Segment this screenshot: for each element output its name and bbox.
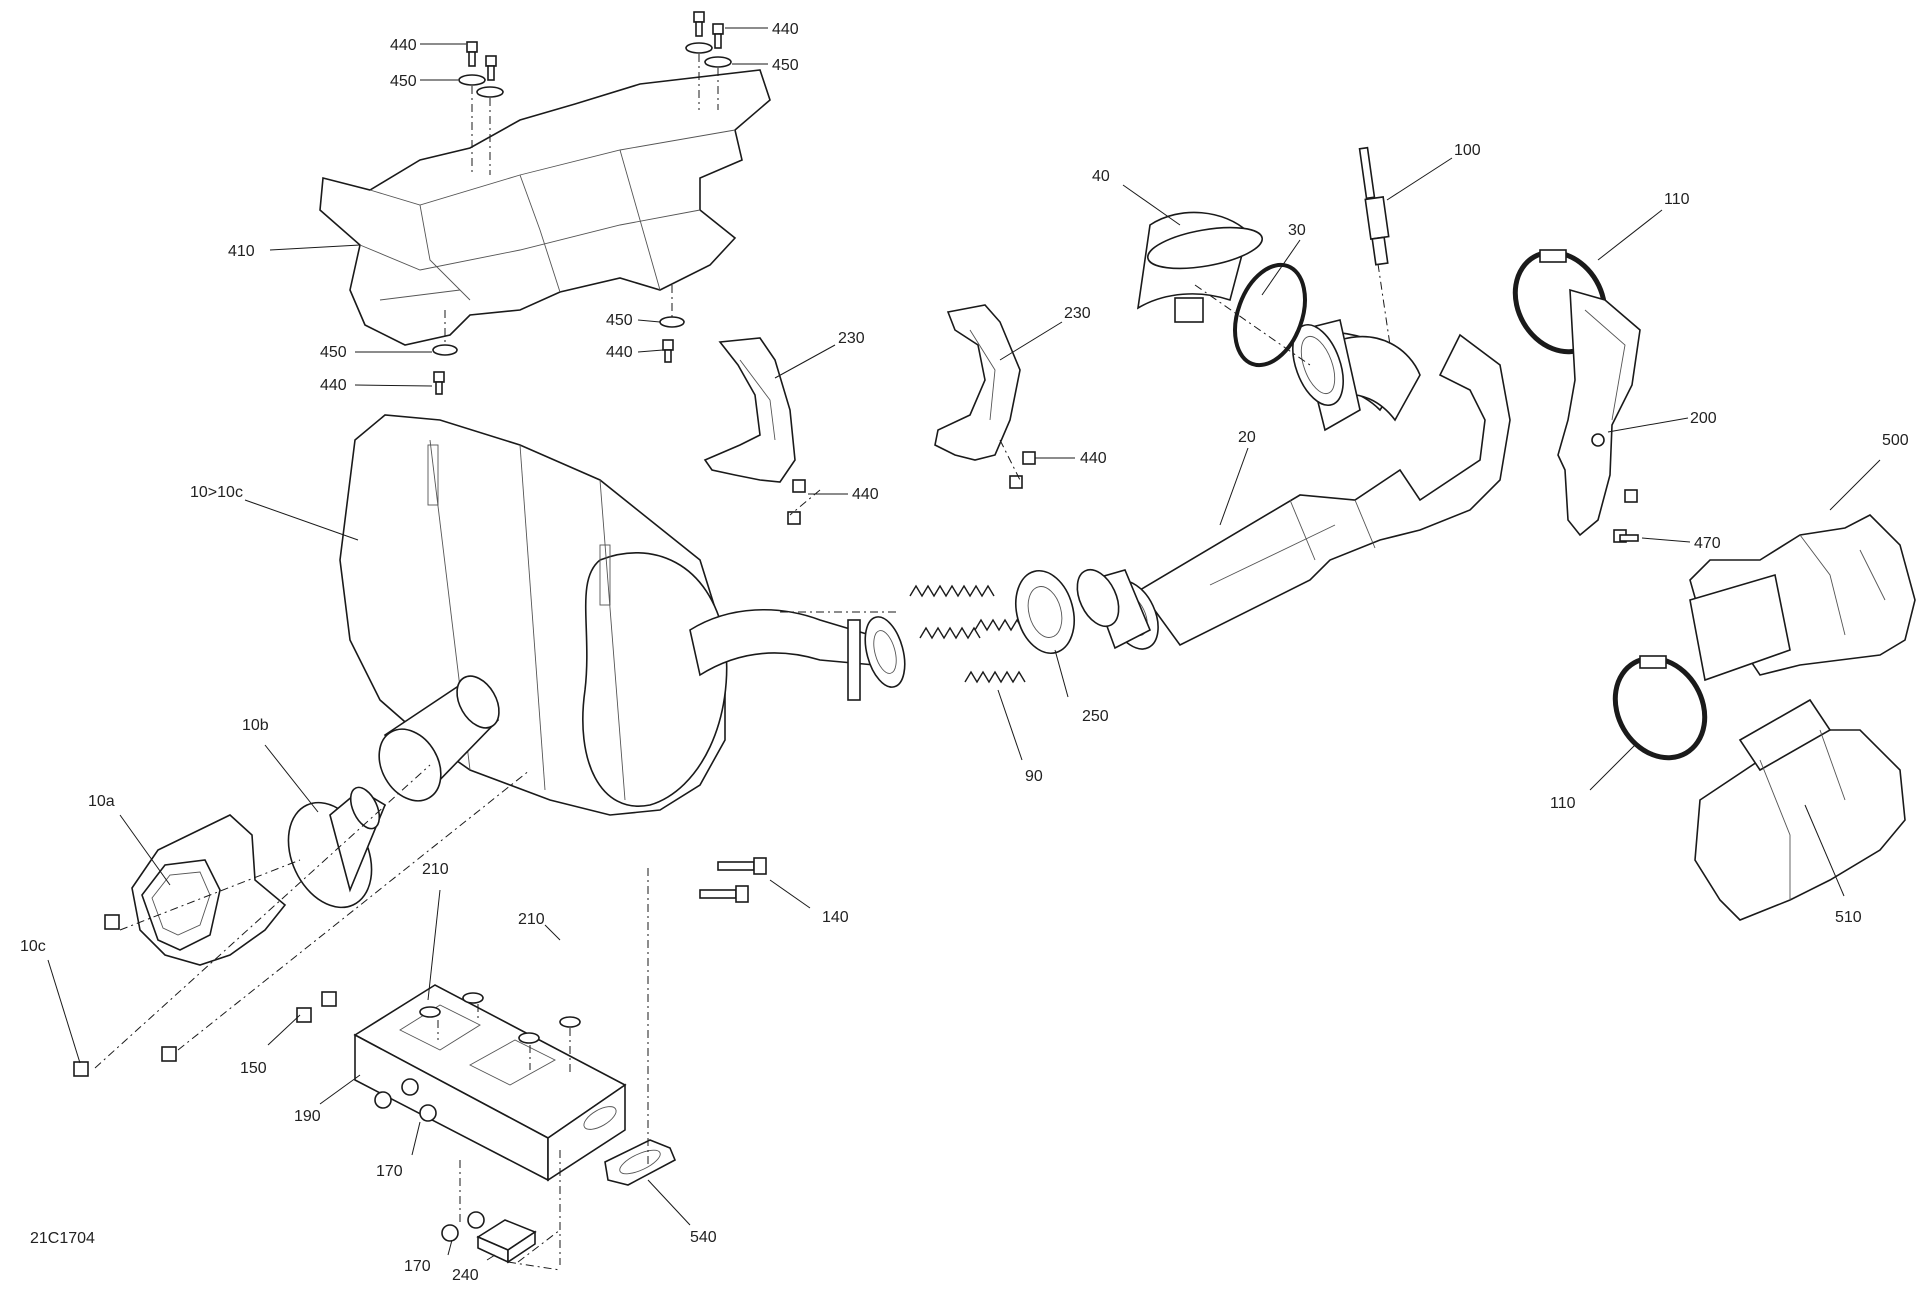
callout-450: 450: [320, 344, 347, 361]
callout-440: 440: [606, 344, 633, 361]
oxygen-sensor-100: [1358, 146, 1390, 266]
hose-clamp-110-bottom: [1612, 655, 1708, 761]
callout-230: 230: [838, 330, 865, 347]
callout-100: 100: [1454, 142, 1481, 159]
callout-170: 170: [404, 1258, 431, 1275]
band-clamp-40: [1136, 211, 1264, 323]
callout-500: 500: [1882, 432, 1909, 449]
callout-30: 30: [1288, 222, 1306, 239]
tailpipe-cone-10b: [287, 786, 387, 909]
center-lines: [94, 54, 1391, 1271]
callout-440: 440: [320, 377, 347, 394]
callout-450: 450: [606, 312, 633, 329]
callout-210: 210: [422, 861, 449, 878]
washer-450-top-right: [685, 42, 732, 68]
callout-440: 440: [1080, 450, 1107, 467]
drawing-number: 21C1704: [30, 1230, 95, 1247]
callout-20: 20: [1238, 429, 1256, 446]
muffler-outlet-tube: [378, 675, 500, 802]
leader-lines: [47, 27, 1881, 1261]
bolt-440-top-left: [466, 41, 497, 81]
callout-10-10c: 10>10c: [190, 484, 243, 501]
callout-240: 240: [452, 1267, 479, 1284]
callout-410: 410: [228, 243, 255, 260]
muffler-inlet-pipe: [689, 608, 906, 701]
bolts-10c: [73, 914, 177, 1077]
callout-10c: 10c: [20, 938, 46, 955]
nuts-170: [374, 1078, 485, 1242]
callout-230: 230: [1064, 305, 1091, 322]
callout-440: 440: [852, 486, 879, 503]
washer-bolt-mid-right: [659, 316, 685, 363]
pushpins-210: [419, 992, 581, 1044]
heat-shield-410: [319, 69, 771, 346]
bracket-200: [1557, 288, 1641, 537]
bolts-440-brackets: [787, 451, 1036, 525]
callout-110: 110: [1664, 191, 1690, 208]
bracket-230-right: [934, 304, 1021, 461]
callout-250: 250: [1082, 708, 1109, 725]
heat-shield-510: [1694, 698, 1906, 921]
heat-shield-500: [1689, 514, 1916, 682]
callout-440: 440: [390, 37, 417, 54]
bolts-150: [296, 991, 337, 1023]
mounting-bracket-190: [353, 984, 627, 1182]
bolt-440-top-right: [693, 11, 724, 49]
flange-connector: [1292, 319, 1361, 432]
bolts-140: [699, 857, 767, 903]
callout-470: 470: [1694, 535, 1721, 552]
washer-bolt-mid-left: [432, 344, 458, 395]
callout-150: 150: [240, 1060, 267, 1077]
callout-10a: 10a: [88, 793, 115, 810]
seal-ring-250: [1015, 569, 1075, 655]
washer-450-top-left: [458, 74, 504, 98]
callout-90: 90: [1025, 768, 1043, 785]
callout-labels: 440 450 440 450 410 450 440 450 440 230 …: [20, 21, 1909, 1284]
callout-440: 440: [772, 21, 799, 38]
block-240: [476, 1219, 537, 1264]
callout-210: 210: [518, 911, 545, 928]
exhaust-pipe-20: [1076, 333, 1511, 650]
callout-450: 450: [772, 57, 799, 74]
grommet-540: [604, 1139, 677, 1186]
callout-200: 200: [1690, 410, 1717, 427]
bracket-230-left: [703, 337, 796, 483]
callout-540: 540: [690, 1229, 717, 1246]
callout-40: 40: [1092, 168, 1110, 185]
callout-190: 190: [294, 1108, 321, 1125]
gasket-30: [1233, 262, 1307, 368]
callout-110: 110: [1550, 795, 1576, 812]
tailpipe-tip-10a: [131, 814, 287, 966]
bolt-470: [1613, 489, 1639, 543]
callout-450: 450: [390, 73, 417, 90]
callout-10b: 10b: [242, 717, 269, 734]
callout-170: 170: [376, 1163, 403, 1180]
callout-510: 510: [1835, 909, 1862, 926]
callout-140: 140: [822, 909, 849, 926]
